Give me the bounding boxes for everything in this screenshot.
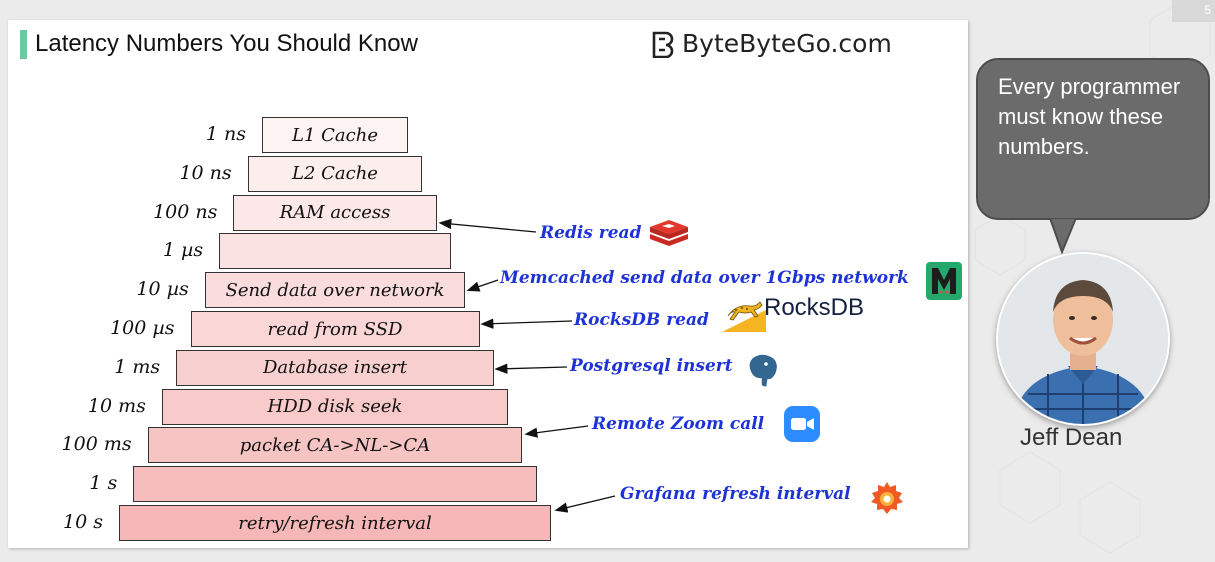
annotation-postgresql: Postgresql insert — [570, 356, 733, 376]
pyramid-step-label: RAM access — [279, 202, 391, 224]
pyramid-step — [133, 466, 537, 503]
pyramid-step: HDD disk seek — [161, 388, 509, 425]
pyramid-step-label: L1 Cache — [292, 124, 378, 146]
pyramid-step-label: HDD disk seek — [267, 396, 403, 418]
pyramid-step: retry/refresh interval — [119, 505, 551, 541]
title-accent-bar — [20, 30, 27, 59]
rocksdb-icon — [722, 301, 766, 332]
rocksdb-logo-text: RocksDB — [764, 294, 865, 321]
latency-label: 100 ns — [153, 200, 218, 223]
slide-number: 5 — [1172, 0, 1215, 22]
pyramid-step-label: Send data over network — [225, 279, 445, 301]
pyramid-step-label: retry/refresh interval — [238, 512, 432, 534]
pyramid-step-label: packet CA->NL->CA — [239, 434, 431, 456]
pyramid-step-label: read from SSD — [267, 318, 403, 340]
pyramid-step: L1 Cache — [262, 117, 408, 153]
brand-text: ByteByteGo.com — [682, 29, 892, 58]
memcached-icon — [926, 262, 962, 300]
latency-label: 100 ms — [61, 433, 132, 456]
latency-label: 10 ns — [179, 161, 232, 184]
latency-label: 1 ns — [205, 123, 246, 145]
latency-label: 10 ms — [87, 394, 146, 417]
person-name: Jeff Dean — [1020, 424, 1123, 451]
speech-bubble — [976, 58, 1210, 220]
page-title: Latency Numbers You Should Know — [35, 30, 418, 57]
zoom-icon — [784, 406, 820, 442]
speech-bubble-tail — [1048, 218, 1078, 255]
pyramid-step: L2 Cache — [247, 155, 423, 192]
brand: ByteByteGo.com — [650, 29, 892, 58]
pyramid-step — [219, 233, 451, 270]
speech-bubble-text: Every programmer must know these numbers… — [998, 74, 1181, 159]
annotation-grafana: Grafana refresh interval — [620, 484, 851, 504]
pyramid-step: read from SSD — [190, 311, 480, 347]
latency-label: 1 ms — [114, 355, 161, 378]
pyramid-step-label: L2 Cache — [292, 163, 378, 185]
latency-label: 100 µs — [110, 317, 175, 339]
annotation-redis: Redis read — [540, 223, 642, 243]
latency-label: 1 s — [89, 472, 118, 495]
latency-label: 10 µs — [136, 278, 189, 301]
annotation-zoom: Remote Zoom call — [592, 414, 765, 434]
postgresql-icon — [748, 353, 779, 388]
bytebytego-logo-icon — [652, 31, 674, 58]
pyramid-step: Send data over network — [204, 272, 466, 309]
redis-icon — [650, 220, 688, 246]
person-avatar-image — [998, 254, 1168, 424]
annotation-rocksdb: RocksDB read — [574, 310, 709, 330]
annotation-memcached: Memcached send data over 1Gbps network — [500, 268, 909, 288]
pyramid-step: RAM access — [233, 194, 437, 231]
person-photo — [996, 252, 1170, 426]
grafana-icon — [871, 482, 903, 514]
pyramid-step-label: Database insert — [262, 357, 408, 379]
latency-label: 1 µs — [162, 239, 204, 262]
pyramid-step: packet CA->NL->CA — [147, 427, 523, 464]
latency-label: 10 s — [63, 511, 103, 533]
pyramid-step: Database insert — [176, 349, 494, 386]
